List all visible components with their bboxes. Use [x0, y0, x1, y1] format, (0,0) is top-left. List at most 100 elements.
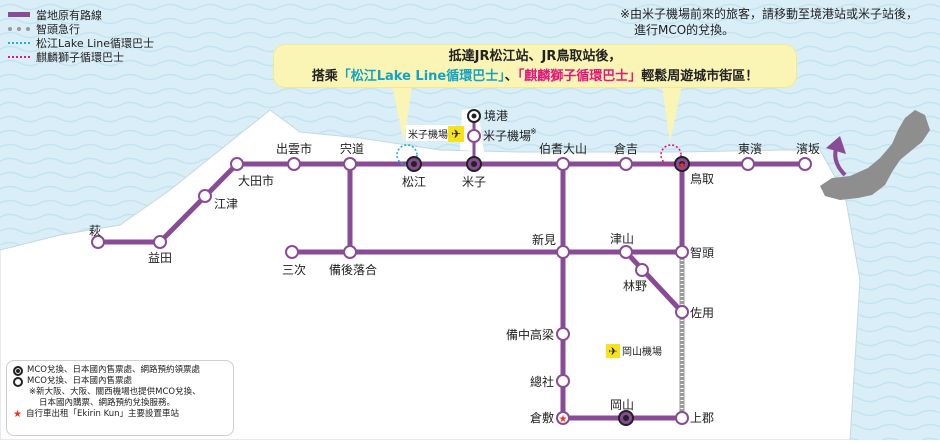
japan-silhouette — [820, 110, 930, 200]
symbol-legend-label: 自行車出租「Ekirin Kun」主要設置車站 — [25, 409, 179, 419]
symbol-legend-bike: ★ 自行車出租「Ekirin Kun」主要設置車站 — [13, 409, 227, 420]
label-niimi: 新見 — [532, 232, 556, 247]
note-line-2: 進行MCO的兌換。 — [634, 23, 735, 37]
station-masuda — [153, 235, 167, 249]
bus-callout: 抵達JR松江站、JR鳥取站後， 搭乘「松江Lake Line循環巴士」、「麒麟獅… — [273, 44, 797, 88]
station-yonago-airport — [467, 129, 481, 143]
mco-ring-icon — [13, 377, 23, 387]
station-odashi — [230, 157, 244, 171]
station-miyoshi — [285, 245, 299, 259]
label-tsuyama: 津山 — [610, 232, 634, 246]
legend-item-matsue-bus: 松江Lake Line循環巴士 — [8, 36, 178, 50]
airport-icon-bg — [448, 126, 464, 142]
label-chizu: 智頭 — [690, 245, 714, 260]
mco-note: ※由米子機場前來的旅客，請移動至境港站或米子站後， 進行MCO的兌換。 — [620, 6, 930, 38]
label-sayo: 佐用 — [690, 306, 714, 320]
ekirin-star-kurashiki: ★ — [559, 414, 568, 425]
label-kurayoshi: 倉吉 — [614, 141, 638, 156]
okayama-airplane-icon: ✈ — [608, 345, 617, 358]
mco-stations — [406, 109, 690, 426]
station-higashihama — [741, 157, 755, 171]
stations — [91, 129, 812, 425]
legend-swatch-dotted-pink — [8, 55, 30, 58]
legend-label: 松江Lake Line循環巴士 — [36, 36, 155, 50]
station-shinji — [343, 157, 357, 171]
legend-swatch-dotted-blue — [8, 41, 30, 44]
station-hagi — [91, 235, 105, 249]
station-gotsu — [198, 189, 212, 203]
station-chizu — [675, 245, 689, 259]
label-hagi: 萩 — [89, 224, 101, 238]
symbol-legend-label: MCO兌換、日本國內售票處、網路預約領票處 — [27, 365, 200, 375]
label-gotsu: 江津 — [214, 197, 238, 211]
label-yonago: 米子 — [462, 175, 486, 189]
station-bitchutakahashi — [556, 327, 570, 341]
label-odashi: 大田市 — [238, 173, 274, 188]
label-kiyone: 總社 — [530, 374, 554, 389]
station-tsuyama — [619, 245, 633, 259]
symbol-legend-mco-full: MCO兌換、日本國內售票處、網路預約領票處 — [13, 365, 227, 376]
legend-label: 當地原有路線 — [36, 8, 102, 22]
station-sayo — [675, 305, 689, 319]
label-sakaiminato: 境港 — [484, 108, 508, 123]
okayama-airport-icon-bg — [606, 344, 620, 358]
label-masuda: 益田 — [148, 251, 172, 265]
symbol-legend-note-1: ※新大阪、大阪、關西機場也提供MCO兌換、 — [29, 387, 201, 397]
symbol-legend: MCO兌換、日本國內售票處、網路預約領票處 MCO兌換、日本國內售票處 ※新大阪… — [6, 360, 234, 436]
station-kiyone — [556, 374, 570, 388]
station-hamasaka — [798, 157, 812, 171]
callout-line-1: 抵達JR松江站、JR鳥取站後， — [448, 49, 622, 64]
station-kurashiki — [556, 411, 570, 425]
label-tottori: 鳥取 — [690, 171, 714, 186]
legend-label: 智頭急行 — [36, 22, 80, 36]
symbol-legend-note-2: 日本國內購票、網路預約兌換服務。 — [39, 398, 176, 408]
airplane-icon: ✈ — [451, 127, 461, 141]
station-kamigori — [675, 411, 689, 425]
legend-item-local-line: 當地原有路線 — [8, 8, 178, 22]
legend-item-tottori-bus: 麒麟獅子循環巴士 — [8, 50, 178, 64]
star-icon: ★ — [13, 409, 22, 420]
yonago-airport-marker-label: 米子機場 — [408, 128, 448, 141]
station-izumoshi — [287, 157, 301, 171]
label-bitchutakahashi: 備中高梁 — [506, 327, 554, 342]
label-okayama: 岡山 — [610, 398, 634, 412]
station-kurayoshi — [619, 157, 633, 171]
note-line-1: ※由米子機場前來的旅客，請移動至境港站或米子站後， — [620, 7, 919, 21]
station-hokidaisen — [556, 157, 570, 171]
label-yonago-airport-note: ※ — [530, 127, 537, 136]
callout-separator: 、 — [504, 69, 518, 84]
callout-pointer-tottori — [662, 85, 682, 142]
callout-suffix: 輕鬆周遊城市街區！ — [641, 69, 759, 84]
symbol-legend-mco: MCO兌換、日本國內售票處 — [13, 376, 227, 387]
callout-prefix: 搭乘 — [311, 69, 338, 84]
legend-swatch-hatched — [8, 26, 30, 31]
symbol-legend-label: MCO兌換、日本國內售票處 — [27, 376, 132, 386]
station-niimi — [556, 245, 570, 259]
legend-swatch-solid — [8, 12, 30, 17]
legend-item-chizu-express: 智頭急行 — [8, 22, 178, 36]
legend-label: 麒麟獅子循環巴士 — [36, 50, 124, 64]
label-hokidaisen: 伯耆大山 — [539, 141, 587, 156]
label-kurashiki: 倉敷 — [530, 410, 554, 425]
okayama-airport-label: 岡山機場 — [622, 345, 662, 358]
callout-tottori-bus: 「麒麟獅子循環巴士」 — [517, 69, 642, 84]
label-izumoshi: 出雲市 — [276, 141, 312, 156]
station-hayashino — [635, 263, 649, 277]
tottori-bus-loop — [660, 144, 682, 166]
yonago-airport-marker-bg — [406, 125, 456, 141]
callout-pointer-matsue — [392, 85, 412, 142]
label-bingoochiai: 備後落合 — [329, 262, 377, 277]
line-legend: 當地原有路線 智頭急行 松江Lake Line循環巴士 麒麟獅子循環巴士 — [8, 8, 178, 64]
matsue-bus-loop — [396, 144, 418, 166]
callout-line-2: 搭乘「松江Lake Line循環巴士」、「麒麟獅子循環巴士」輕鬆周遊城市街區！ — [273, 67, 797, 87]
label-hayashino: 林野 — [623, 279, 647, 293]
label-hamasaka: 濱坂 — [796, 142, 820, 156]
station-bingoochiai — [343, 245, 357, 259]
ekirin-star-tottori: ★ — [678, 161, 686, 171]
mco-full-icon — [13, 366, 23, 376]
label-matsue: 松江 — [402, 175, 426, 189]
label-higashihama: 東濱 — [738, 142, 762, 156]
label-yonago-airport: 米子機場 — [483, 128, 531, 143]
japan-arrow-head — [826, 136, 846, 154]
